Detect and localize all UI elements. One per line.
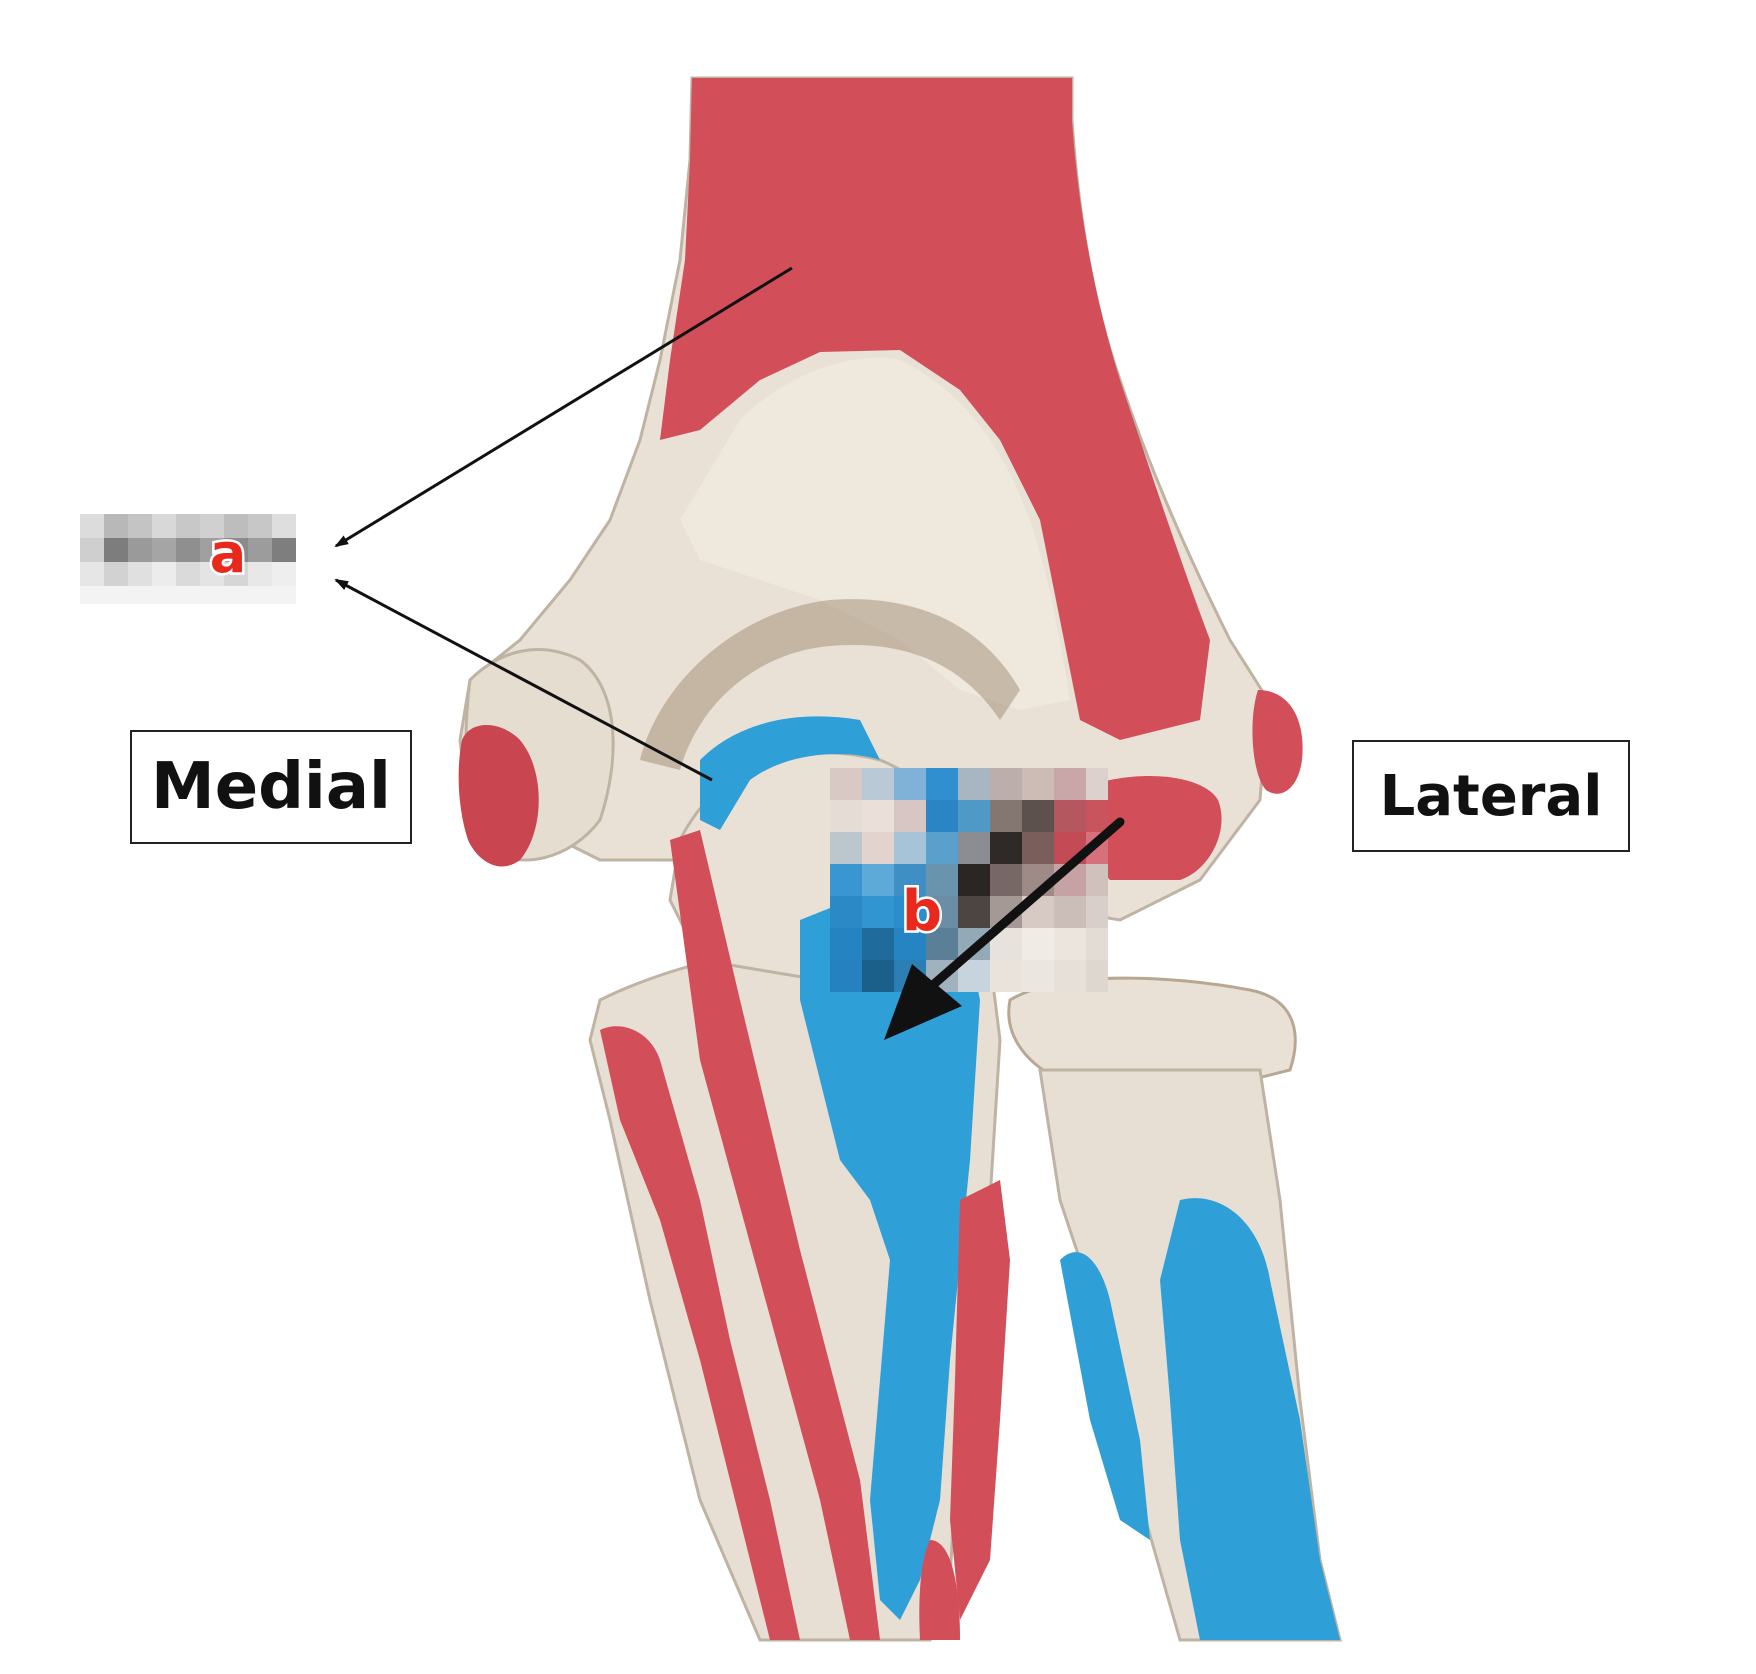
lateral-epicondyle-red-2 [1079,776,1222,880]
humerus-red-origin [660,78,1210,740]
radius-blue-supinator [1060,1252,1150,1540]
ulna-red-strip-2 [600,1026,800,1640]
lateral-label: Lateral [1352,740,1630,852]
ulna-red-strip-3 [950,1180,1010,1620]
ulna-red-strip-4 [919,1540,960,1640]
humerus [458,76,1303,922]
lateral-epicondyle-red-1 [1252,690,1303,794]
marker-b: b [902,879,942,944]
pointer-arrow-upper [334,266,793,548]
radius-blue-shaft [1160,1198,1340,1640]
trochlea-shadow [640,599,1020,770]
radius [1007,976,1342,1642]
thick-arrow-icon [884,817,1125,1040]
humerus-pale-triangle [680,357,1070,710]
redaction-a [80,514,296,604]
marker-a: a [210,522,246,585]
ulna-blue-brachialis [700,716,880,830]
radial-head [1007,976,1297,1082]
ulna-blue-insertion [800,880,980,1620]
medial-label: Medial [130,730,412,844]
medial-epicondyle-red [458,725,539,867]
pointer-arrow-lower [334,578,713,782]
ulna-red-strip-1 [670,830,880,1640]
